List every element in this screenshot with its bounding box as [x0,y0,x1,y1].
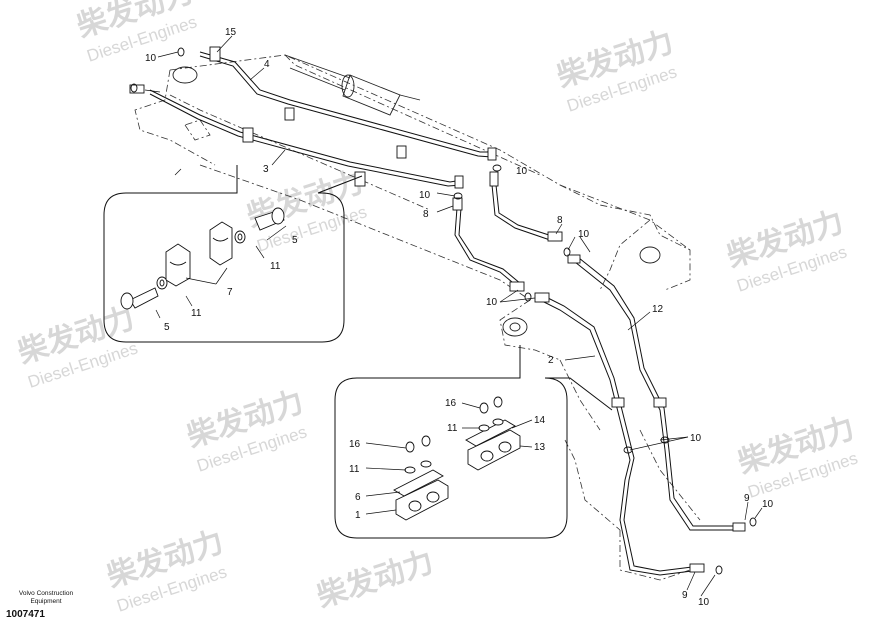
callout-4: 4 [264,59,270,70]
callout-16: 16 [349,439,361,450]
detail-box-holders [334,345,613,539]
callout-9: 9 [682,590,688,601]
callout-10: 10 [762,499,774,510]
callout-11: 11 [349,464,360,475]
callout-9: 9 [744,493,750,504]
callout-5: 5 [292,235,298,246]
callout-2: 2 [548,355,554,366]
callout-10: 10 [698,597,710,608]
callout-5: 5 [164,322,170,333]
callout-3: 3 [263,164,269,175]
boom-outline [134,54,701,581]
callout-13: 13 [534,442,546,453]
callout-10: 10 [516,166,528,177]
callout-10: 10 [419,190,431,201]
leader-lines [144,35,763,597]
callout-10: 10 [145,53,157,64]
callout-15: 15 [225,27,237,38]
footer-subtitle: Equipment [30,598,62,605]
callout-14: 14 [534,415,546,426]
pin [172,66,661,337]
callout-12: 12 [652,304,664,315]
detail-box-clamps [103,165,363,343]
footer-company: Volvo Construction [18,590,74,597]
callout-6: 6 [355,492,361,503]
o-rings [130,47,757,575]
callout-16: 16 [445,398,457,409]
callout-10: 10 [578,229,590,240]
callout-numbers: 15 10 4 3 10 10 8 8 10 10 12 2 10 9 10 9… [145,27,774,608]
callout-10: 10 [486,297,498,308]
watermark-cn: 柴发动力 [313,544,438,614]
callout-11: 11 [270,261,281,272]
callout-11: 11 [191,308,202,319]
callout-7: 7 [227,287,233,298]
callout-8: 8 [423,209,429,220]
callout-8: 8 [557,215,563,226]
pipes [149,51,740,576]
callout-11: 11 [447,423,458,434]
callout-1: 1 [355,510,361,521]
callout-10: 10 [690,433,702,444]
drawing-number: 1007471 [6,609,45,620]
boom-cylinder [284,54,421,116]
